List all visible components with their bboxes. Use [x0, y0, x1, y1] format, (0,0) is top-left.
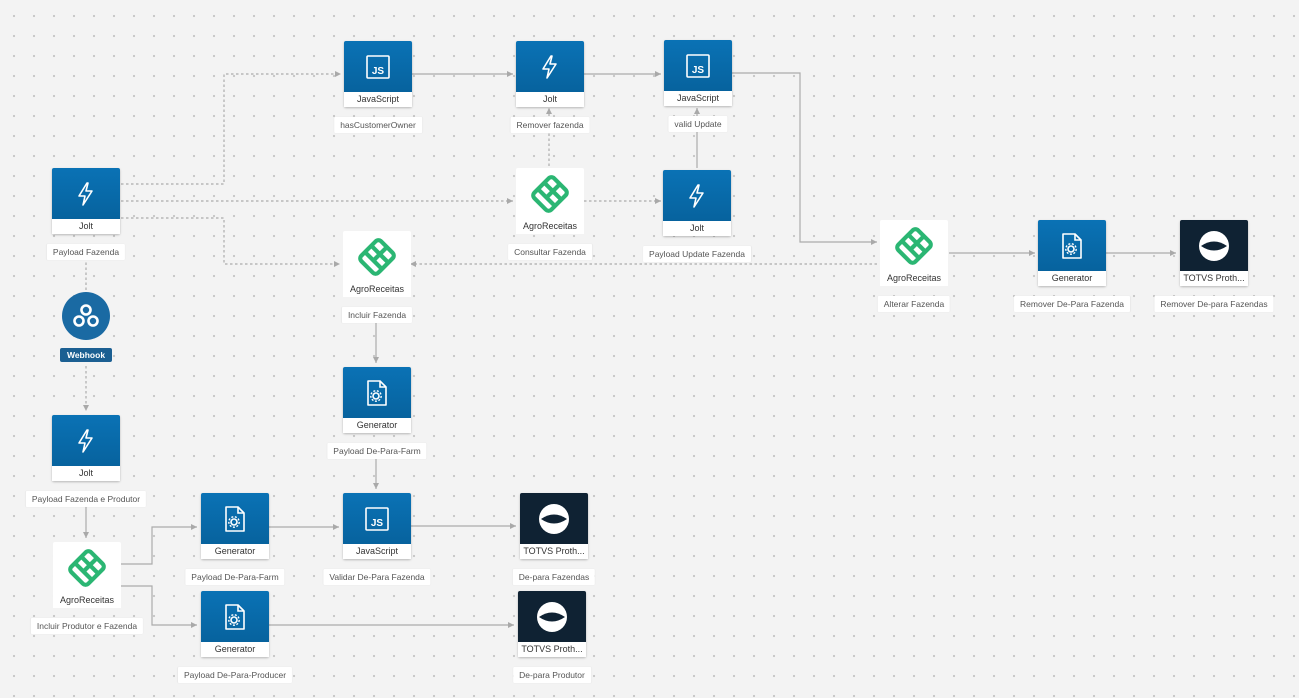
document-gear-icon — [343, 371, 411, 415]
node-caption: valid Update — [668, 116, 728, 132]
node-totvs-depara-produtor[interactable]: TOTVS Proth... De-para Produtor — [513, 591, 591, 683]
node-caption: Consultar Fazenda — [508, 244, 592, 260]
node-type-label: JavaScript — [344, 92, 412, 107]
node-agro-incluir-produtor-fazenda[interactable]: AgroReceitas Incluir Produtor e Fazenda — [30, 542, 144, 634]
node-caption: Payload Fazenda — [46, 244, 126, 260]
node-caption: hasCustomerOwner — [334, 117, 422, 133]
node-js-validar-depara-fazenda[interactable]: JS JavaScript Validar De-Para Fazenda — [323, 493, 431, 585]
svg-text:JS: JS — [371, 518, 384, 529]
lightning-icon — [52, 172, 120, 216]
totvs-logo-icon — [518, 595, 586, 639]
node-type-label: AgroReceitas — [53, 593, 121, 608]
node-caption: Remover fazenda — [510, 117, 590, 133]
node-jolt-payload-fazenda-produtor[interactable]: Jolt Payload Fazenda e Produtor — [25, 415, 147, 507]
js-icon: JS — [344, 45, 412, 89]
node-caption: Remover De-para Fazendas — [1154, 296, 1274, 312]
node-caption: De-para Produtor — [513, 667, 591, 683]
node-type-label: TOTVS Proth... — [520, 544, 588, 559]
node-caption: Payload De-Para-Producer — [177, 667, 293, 683]
svg-text:JS: JS — [692, 65, 705, 76]
js-icon: JS — [343, 497, 411, 541]
node-caption: Alterar Fazenda — [877, 296, 951, 312]
node-agro-incluir-fazenda[interactable]: AgroReceitas Incluir Fazenda — [341, 231, 413, 323]
lightning-icon — [52, 419, 120, 463]
wire-agro-to-generator-farm — [121, 524, 197, 565]
node-caption: Payload De-Para-Farm — [185, 569, 285, 585]
node-type-label: Jolt — [663, 221, 731, 236]
node-type-label: Jolt — [52, 466, 120, 481]
node-caption: Incluir Fazenda — [341, 307, 413, 323]
webhook-icon — [62, 292, 110, 340]
node-type-label: Generator — [201, 642, 269, 657]
document-gear-icon — [201, 497, 269, 541]
node-generator-remover-depara-fazenda[interactable]: Generator Remover De-Para Fazenda — [1014, 220, 1130, 312]
node-js-has-customer-owner[interactable]: JS JavaScript hasCustomerOwner — [334, 41, 422, 133]
node-type-label: AgroReceitas — [880, 271, 948, 286]
js-icon: JS — [664, 44, 732, 88]
node-js-valid-update[interactable]: JS JavaScript valid Update — [664, 40, 732, 132]
node-type-label: Generator — [1038, 271, 1106, 286]
document-gear-icon — [201, 595, 269, 639]
node-agro-consultar-fazenda[interactable]: AgroReceitas Consultar Fazenda — [508, 168, 592, 260]
node-type-label: JavaScript — [343, 544, 411, 559]
webhook-trigger[interactable]: Webhook — [60, 292, 112, 364]
wire-jolt-to-hascustomer — [121, 71, 341, 185]
agroreceitas-logo-icon — [53, 542, 121, 594]
node-jolt-remover-fazenda[interactable]: Jolt Remover fazenda — [510, 41, 590, 133]
node-caption: Payload De-Para-Farm — [327, 443, 427, 459]
lightning-icon — [516, 45, 584, 89]
node-generator-payload-depara-producer[interactable]: Generator Payload De-Para-Producer — [177, 591, 293, 683]
node-type-label: Jolt — [516, 92, 584, 107]
node-agro-alterar-fazenda[interactable]: AgroReceitas Alterar Fazenda — [877, 220, 951, 312]
totvs-logo-icon — [520, 497, 588, 541]
node-type-label: Generator — [343, 418, 411, 433]
wire-agro-to-generator-producer — [121, 585, 197, 628]
node-type-label: Jolt — [52, 219, 120, 234]
node-caption: Payload Update Fazenda — [643, 246, 751, 262]
lightning-icon — [663, 174, 731, 218]
document-gear-icon — [1038, 224, 1106, 268]
node-type-label: AgroReceitas — [343, 282, 411, 297]
wire-js-to-alterar — [732, 72, 877, 245]
node-generator-payload-depara-farm-upper[interactable]: Generator Payload De-Para-Farm — [327, 367, 427, 459]
node-type-label: TOTVS Proth... — [518, 642, 586, 657]
agroreceitas-logo-icon — [343, 231, 411, 283]
node-type-label: TOTVS Proth... — [1180, 271, 1248, 286]
node-totvs-remover-depara-fazendas[interactable]: TOTVS Proth... Remover De-para Fazendas — [1154, 220, 1274, 312]
node-jolt-payload-fazenda[interactable]: Jolt Payload Fazenda — [46, 168, 126, 260]
node-type-label: AgroReceitas — [516, 219, 584, 234]
node-caption: Payload Fazenda e Produtor — [25, 491, 147, 507]
node-caption: Remover De-Para Fazenda — [1014, 296, 1130, 312]
node-totvs-depara-fazendas[interactable]: TOTVS Proth... De-para Fazendas — [512, 493, 596, 585]
node-caption: Validar De-Para Fazenda — [323, 569, 431, 585]
svg-text:JS: JS — [372, 66, 385, 77]
node-jolt-payload-update-fazenda[interactable]: Jolt Payload Update Fazenda — [643, 170, 751, 262]
node-generator-payload-depara-farm-lower[interactable]: Generator Payload De-Para-Farm — [185, 493, 285, 585]
node-caption: De-para Fazendas — [512, 569, 596, 585]
wire-jolt-to-incluir — [121, 217, 340, 267]
webhook-label: Webhook — [60, 348, 112, 362]
node-caption: Incluir Produtor e Fazenda — [30, 618, 144, 634]
agroreceitas-logo-icon — [516, 168, 584, 220]
node-type-label: JavaScript — [664, 91, 732, 106]
totvs-logo-icon — [1180, 224, 1248, 268]
agroreceitas-logo-icon — [880, 220, 948, 272]
node-type-label: Generator — [201, 544, 269, 559]
